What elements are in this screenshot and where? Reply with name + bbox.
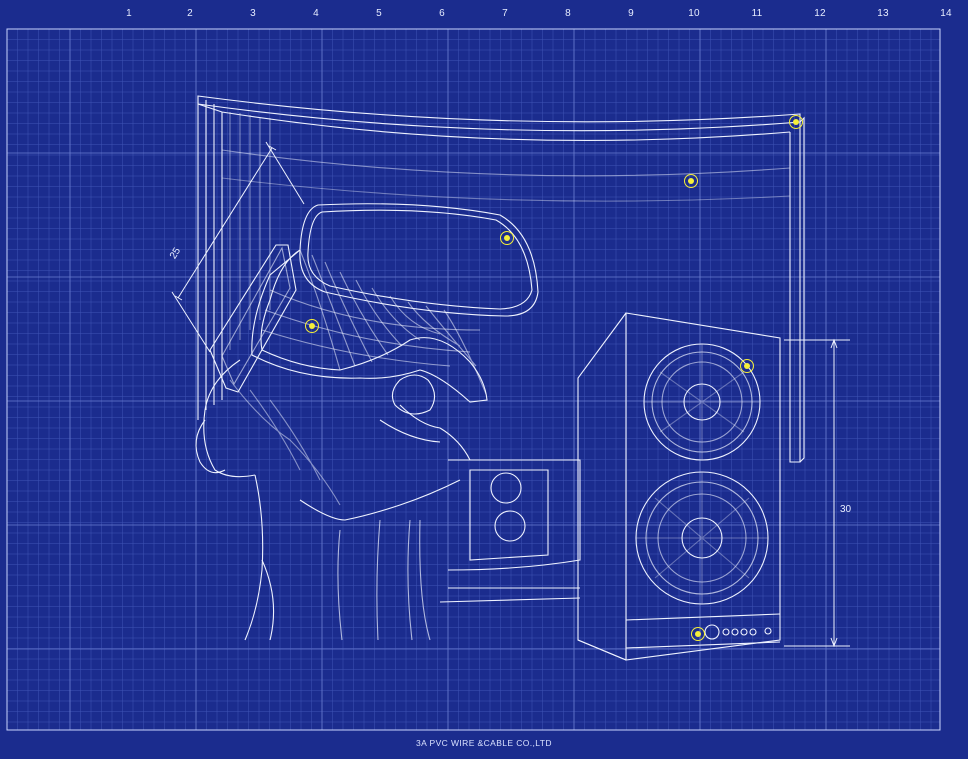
blueprint-frame: [6, 28, 941, 731]
vr-headset-drawing: [195, 203, 539, 641]
ruler-label-1: 1: [126, 8, 132, 19]
dimension-label-30: 30: [840, 504, 852, 515]
ruler-label-6: 6: [439, 8, 445, 19]
ruler-label-9: 9: [628, 8, 634, 19]
hotspot-monitor-screen[interactable]: [684, 174, 698, 188]
ruler-label-10: 10: [688, 8, 700, 19]
ruler-label-5: 5: [376, 8, 382, 19]
ruler-label-13: 13: [877, 8, 889, 19]
hotspot-monitor-corner[interactable]: [789, 115, 803, 129]
company-footer: 3A PVC WIRE &CABLE CO.,LTD: [416, 738, 552, 748]
hotspot-speaker-controls[interactable]: [691, 627, 705, 641]
hotspot-vr-headset-top[interactable]: [500, 231, 514, 245]
height-dimension: [784, 338, 850, 648]
hotspot-vr-headset-side[interactable]: [305, 319, 319, 333]
ruler-label-8: 8: [565, 8, 571, 19]
ruler-label-7: 7: [502, 8, 508, 19]
blueprint-grid: [6, 28, 940, 730]
ruler-label-11: 11: [751, 8, 763, 19]
ruler-label-14: 14: [940, 8, 952, 19]
diagonal-dimension: [171, 141, 305, 353]
curved-monitor-drawing: [197, 95, 805, 603]
ruler-label-3: 3: [250, 8, 256, 19]
ruler-label-4: 4: [313, 8, 319, 19]
ruler-label-12: 12: [814, 8, 826, 19]
speaker-drawing: [577, 312, 781, 661]
ruler-label-2: 2: [187, 8, 193, 19]
hotspot-speaker-top[interactable]: [740, 359, 754, 373]
